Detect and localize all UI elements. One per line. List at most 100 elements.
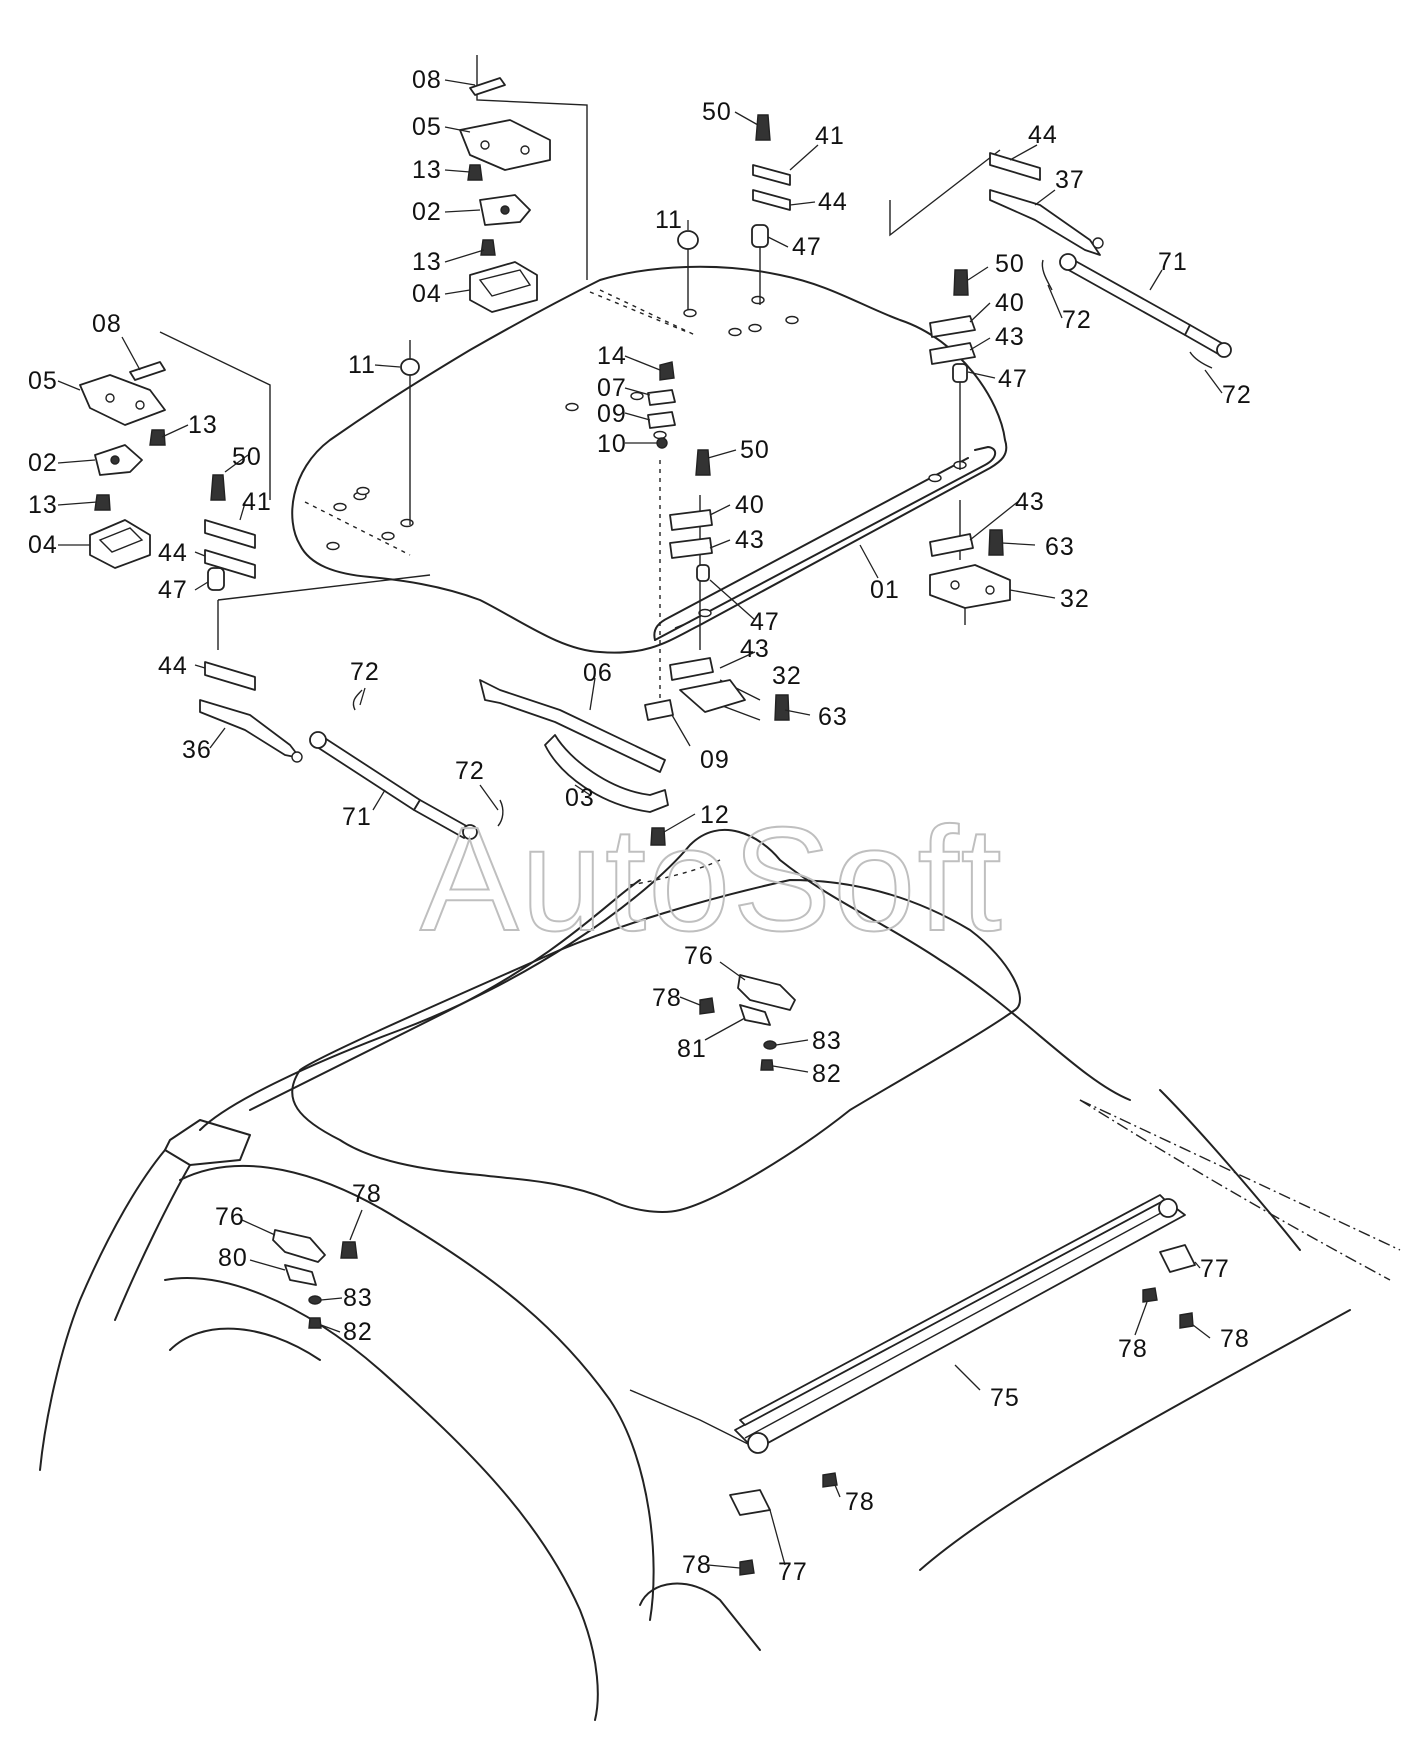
plate-41-left	[204, 519, 256, 549]
bracket-77-lower	[729, 1489, 771, 1516]
callout-71: 71	[342, 803, 372, 831]
plate-43-center	[669, 537, 713, 559]
bracket-80	[284, 1264, 317, 1286]
arm-36	[199, 699, 301, 759]
callout-63: 63	[1045, 533, 1075, 561]
spacer-47-center	[696, 564, 710, 582]
bolt-78-lower-b	[739, 1559, 755, 1576]
callout-13: 13	[412, 156, 442, 184]
callout-41: 41	[815, 122, 845, 150]
callout-63: 63	[818, 703, 848, 731]
callout-08: 08	[92, 310, 122, 338]
callout-03: 03	[565, 784, 595, 812]
bolt-78-left	[340, 1241, 358, 1259]
callout-47: 47	[792, 233, 822, 261]
bolt-82-center	[760, 1059, 774, 1071]
bolt-13a	[467, 164, 483, 181]
callout-72: 72	[350, 658, 380, 686]
hinge-32-lower	[679, 679, 746, 713]
callout-44: 44	[158, 539, 188, 567]
lower-hardware	[272, 974, 796, 1329]
callout-72: 72	[455, 757, 485, 785]
spacer-47-top	[751, 224, 769, 248]
assembly-lines	[159, 55, 1001, 886]
spacer-47-right	[952, 363, 968, 383]
callout-75: 75	[990, 1384, 1020, 1412]
callout-32: 32	[772, 662, 802, 690]
callout-83: 83	[812, 1027, 842, 1055]
plate-44-right	[989, 152, 1041, 181]
callout-50: 50	[995, 250, 1025, 278]
callout-82: 82	[343, 1318, 373, 1346]
bolt-50-center	[695, 449, 711, 476]
cab-roof	[39, 828, 1401, 1721]
callout-12: 12	[700, 801, 730, 829]
washer-83-center	[763, 1040, 777, 1050]
bolt-63-right	[988, 529, 1004, 556]
bolt-78-right-a	[1142, 1287, 1158, 1303]
striker-04-left	[89, 519, 151, 569]
stud-11-center	[677, 230, 699, 250]
panel-holes	[326, 295, 967, 618]
plate-41-top	[752, 164, 791, 186]
callout-43: 43	[735, 526, 765, 554]
callout-76: 76	[215, 1203, 245, 1231]
washer-83-left	[308, 1295, 322, 1305]
left-lower-parts	[199, 474, 303, 763]
watermark-text: AutoSoft	[420, 797, 1004, 962]
callout-06: 06	[583, 659, 613, 687]
plate-43-lower	[669, 657, 714, 681]
plate-07	[647, 389, 676, 406]
plate-40-right	[929, 315, 976, 338]
plate-43-right-lower	[929, 533, 974, 557]
callout-36: 36	[182, 736, 212, 764]
leader-lines	[57, 79, 1223, 1569]
callout-76: 76	[684, 942, 714, 970]
striker-04-upper	[469, 261, 538, 313]
callout-labels: 08 05 13 02 13 04 08 05 13 02 13 04 11 1…	[28, 66, 1251, 1586]
bracket-77-right	[1159, 1244, 1196, 1273]
callout-11: 11	[348, 351, 376, 379]
callout-32: 32	[1060, 585, 1090, 613]
callout-78: 78	[652, 984, 682, 1012]
callout-72: 72	[1062, 306, 1092, 334]
gas-strut-left	[309, 689, 504, 840]
plate-40-center	[669, 509, 713, 531]
callout-71: 71	[1158, 248, 1188, 276]
bracket-06	[479, 679, 666, 773]
callout-40: 40	[735, 491, 765, 519]
bolt-78-right-b	[1179, 1312, 1194, 1329]
callout-77: 77	[1200, 1255, 1230, 1283]
callout-41: 41	[242, 488, 272, 516]
bolt-13c	[149, 429, 166, 446]
stud-11-left	[400, 358, 420, 376]
bolt-82-left	[308, 1317, 322, 1329]
callout-47: 47	[158, 576, 188, 604]
shim-08-upper	[469, 77, 506, 96]
latch-assembly-left	[79, 361, 166, 569]
handle-parts	[479, 657, 790, 846]
callout-04: 04	[412, 280, 442, 308]
bracket-76-left	[272, 1229, 326, 1263]
callout-44: 44	[158, 652, 188, 680]
callout-78: 78	[1118, 1335, 1148, 1363]
gas-strut-right	[1041, 253, 1232, 369]
callout-05: 05	[412, 113, 442, 141]
arm-37	[989, 189, 1101, 256]
callout-82: 82	[812, 1060, 842, 1088]
callout-43: 43	[995, 323, 1025, 351]
callout-50: 50	[702, 98, 732, 126]
callout-05: 05	[28, 367, 58, 395]
callout-04: 04	[28, 531, 58, 559]
callout-81: 81	[677, 1035, 707, 1063]
callout-78: 78	[352, 1180, 382, 1208]
bolt-50-top	[755, 114, 771, 141]
plate-44-lower-left	[204, 661, 256, 691]
callout-13: 13	[188, 411, 218, 439]
callout-50: 50	[232, 443, 262, 471]
nut-14	[659, 361, 675, 381]
callout-09: 09	[700, 746, 730, 774]
callout-47: 47	[998, 365, 1028, 393]
bracket-81	[739, 1004, 771, 1026]
